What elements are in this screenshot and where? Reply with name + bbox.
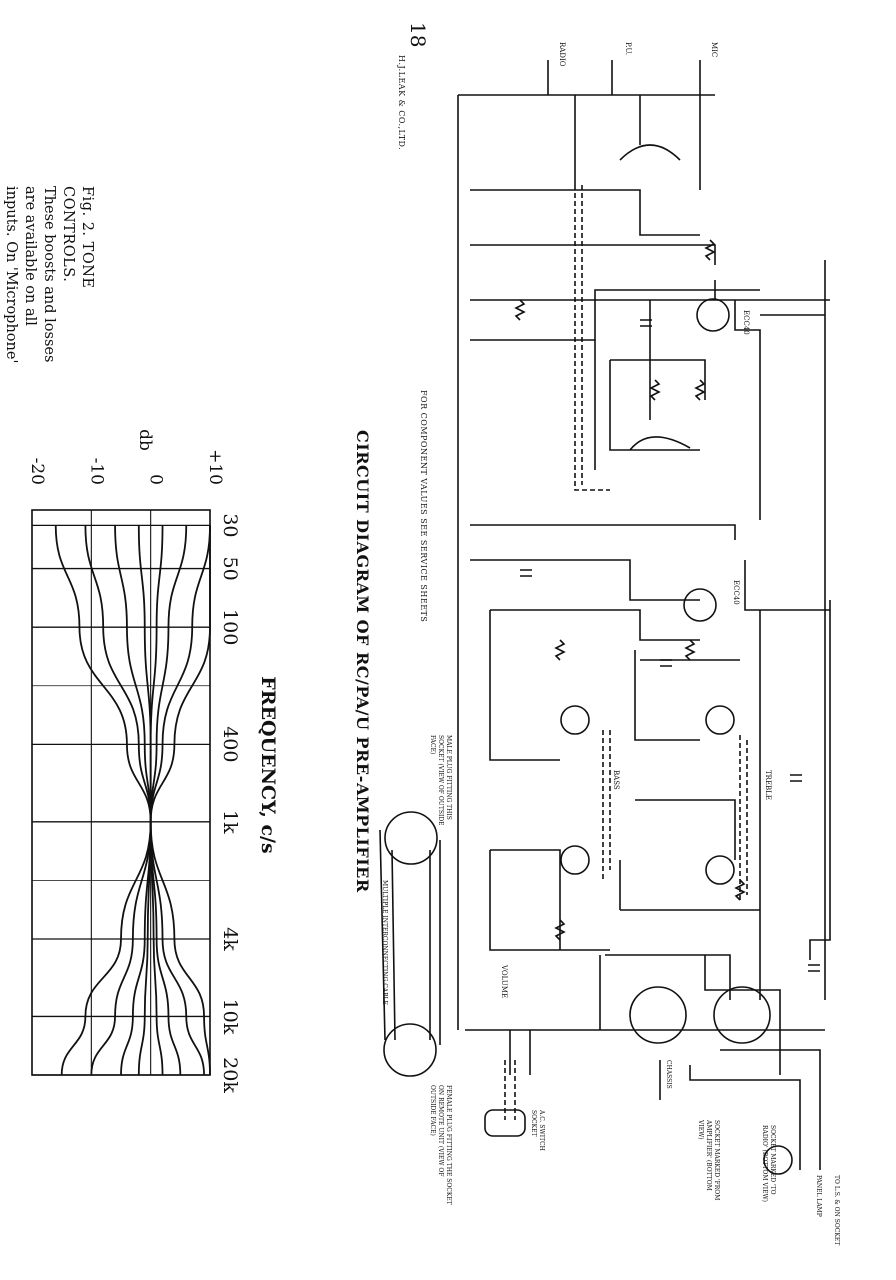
tone-curve-5	[137, 525, 152, 822]
x-tick-label: 400	[219, 726, 241, 762]
tone-curve-15	[90, 821, 152, 1076]
panel-lamp-label: PANEL LAMP	[815, 1175, 822, 1217]
socket-amplifier	[629, 986, 687, 1044]
y-tick-label: -10	[86, 458, 106, 485]
socket-radio	[713, 986, 771, 1044]
valve-label-2: ECC40	[732, 580, 740, 605]
male-plug-label: MALE PLUG FITTING THIS SOCKET (VIEW OF O…	[429, 735, 452, 826]
female-plug	[383, 1023, 437, 1077]
tone-curve-2	[149, 525, 211, 822]
ac-socket	[484, 1109, 526, 1137]
tone-curve-9	[149, 821, 211, 1076]
x-tick-label: 10k	[219, 999, 241, 1035]
panel-lamp	[763, 1145, 793, 1175]
y-axis-label: db	[135, 429, 155, 451]
ac-socket-label: A.C. SWITCH SOCKET	[530, 1110, 545, 1151]
chart-labels: 30 50 100 400 1k 4k 10k 20k +10 0 -10 -20 dbFREQUENC…	[27, 429, 279, 1093]
tone-curve-16	[60, 821, 152, 1076]
female-plug-label: FEMALE PLUG FITTING THE SOCKET ON REMOTE…	[429, 1085, 452, 1205]
output-label: TO L.S. & ON SOCKET	[833, 1175, 840, 1246]
tone-curve-6	[114, 525, 152, 822]
tone-curve-8	[54, 525, 152, 822]
socket-amp-label: SOCKET MARKED 'FROM AMPLIFIER' (BOTTOM V…	[697, 1120, 720, 1201]
tone-curve-14	[120, 821, 152, 1076]
male-plug	[384, 811, 438, 865]
input-selector	[619, 144, 681, 161]
y-tick-label: 0	[146, 474, 166, 485]
tone-curve-12	[149, 821, 164, 1076]
input-label-pu: P.U.	[624, 42, 632, 55]
y-tick-label: +10	[205, 449, 225, 485]
valve-v2	[683, 588, 717, 622]
x-axis-label: FREQUENCY, c/s	[257, 676, 279, 853]
x-tick-label: 20k	[219, 1057, 241, 1093]
tone-curve-13	[137, 821, 152, 1076]
x-tick-label: 50	[219, 556, 241, 580]
cable-label: MULTIPLE INTERCONNECTING CABLE	[381, 880, 388, 1005]
valve-v1	[696, 298, 730, 332]
bass-switch-label: BASS	[612, 770, 620, 790]
valve-label-1: ECC40	[742, 310, 750, 335]
tone-curve-10	[149, 821, 205, 1076]
chassis-label: CHASSIS	[665, 1060, 672, 1089]
input-label-radio: RADIO	[558, 42, 566, 67]
x-tick-label: 30	[219, 513, 241, 537]
x-tick-label: 1k	[219, 810, 241, 834]
y-tick-label: -20	[27, 458, 47, 485]
tone-curve-11	[149, 821, 182, 1076]
socket-radio-label: SOCKET MARKED 'TO RADIO' (BOTTOM VIEW)	[761, 1125, 776, 1202]
treble-switch-label: TREBLE	[764, 770, 772, 800]
eq-selector	[629, 436, 691, 451]
tone-curve-1	[149, 525, 211, 822]
tone-curve-3	[149, 525, 188, 822]
tone-curve-7	[84, 525, 152, 822]
x-tick-label: 4k	[219, 927, 241, 951]
chart-curves	[54, 525, 211, 1076]
x-tick-label: 100	[219, 609, 241, 645]
volume-label: VOLUME	[500, 965, 508, 999]
input-label-mic: MIC	[710, 42, 718, 58]
